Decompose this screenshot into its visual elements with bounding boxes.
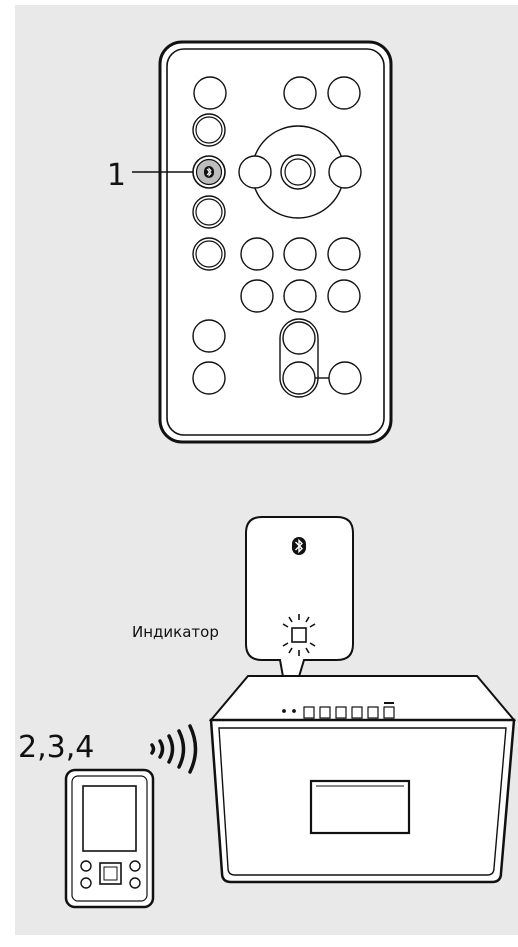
device-button — [80, 877, 92, 889]
remote-button — [283, 237, 317, 271]
dpad-center-button — [280, 154, 316, 190]
indicator-ray — [288, 616, 293, 623]
dpad-center-ring — [284, 158, 312, 186]
remote-button — [193, 76, 227, 110]
remote-inner-outline — [166, 48, 385, 436]
remote-button-grid — [192, 237, 361, 395]
remote-button — [240, 237, 274, 271]
wireless-signal-icon — [150, 724, 198, 774]
device-button — [129, 877, 141, 889]
remote-button — [192, 237, 226, 271]
speaker-top-button — [335, 706, 347, 719]
indicator-label: Индикатор — [132, 623, 219, 641]
remote-volume-capsule — [279, 318, 362, 398]
speaker-grille-outline — [218, 727, 507, 876]
remote-button — [282, 321, 316, 355]
speaker-top-button — [383, 706, 395, 719]
remote-button — [192, 195, 226, 229]
remote-button — [283, 279, 317, 313]
indicator-ray — [305, 616, 310, 623]
remote-button — [327, 237, 361, 271]
speaker-led — [282, 709, 286, 713]
indicator-ray — [288, 647, 293, 654]
device-body-inner — [71, 775, 148, 902]
remote-button-ring — [195, 116, 223, 144]
device-button — [80, 860, 92, 872]
remote-button — [240, 279, 274, 313]
speaker-top-button — [367, 706, 379, 719]
speaker-handle — [309, 779, 411, 835]
remote-button — [192, 361, 226, 395]
indicator-square — [291, 627, 307, 643]
device-center-button — [99, 862, 122, 885]
blinking-indicator-icon — [282, 614, 316, 656]
speaker-top-button — [351, 706, 363, 719]
speaker-top-button — [303, 706, 315, 719]
speaker-top-button — [319, 706, 331, 719]
dpad-left-button — [238, 155, 272, 189]
remote-button — [283, 76, 317, 110]
remote-button — [192, 113, 226, 147]
indicator-ray — [282, 623, 289, 628]
remote-button-ring — [195, 198, 223, 226]
remote-button-ring — [195, 240, 223, 268]
remote-button — [327, 279, 361, 313]
indicator-ray — [309, 623, 316, 628]
speaker-led — [292, 709, 296, 713]
remote-button — [327, 76, 361, 110]
device-button — [129, 860, 141, 872]
indicator-ray — [309, 642, 316, 647]
speaker-controls — [282, 702, 395, 719]
bluetooth-icon — [292, 537, 306, 555]
bluetooth-icon — [204, 166, 214, 178]
remote-dpad — [238, 125, 362, 219]
device-center-button-inner — [103, 866, 118, 881]
speaker-unit — [208, 675, 517, 884]
step-1-label: 1 — [107, 158, 126, 193]
device-screen — [82, 785, 137, 852]
dpad-right-button — [328, 155, 362, 189]
portable-device — [64, 768, 155, 909]
remote-button — [282, 361, 316, 395]
steps-2-3-4-label: 2,3,4 — [18, 730, 94, 765]
indicator-ray — [282, 642, 289, 647]
remote-button — [192, 319, 226, 353]
remote-button — [328, 361, 362, 395]
indicator-ray — [305, 647, 310, 654]
